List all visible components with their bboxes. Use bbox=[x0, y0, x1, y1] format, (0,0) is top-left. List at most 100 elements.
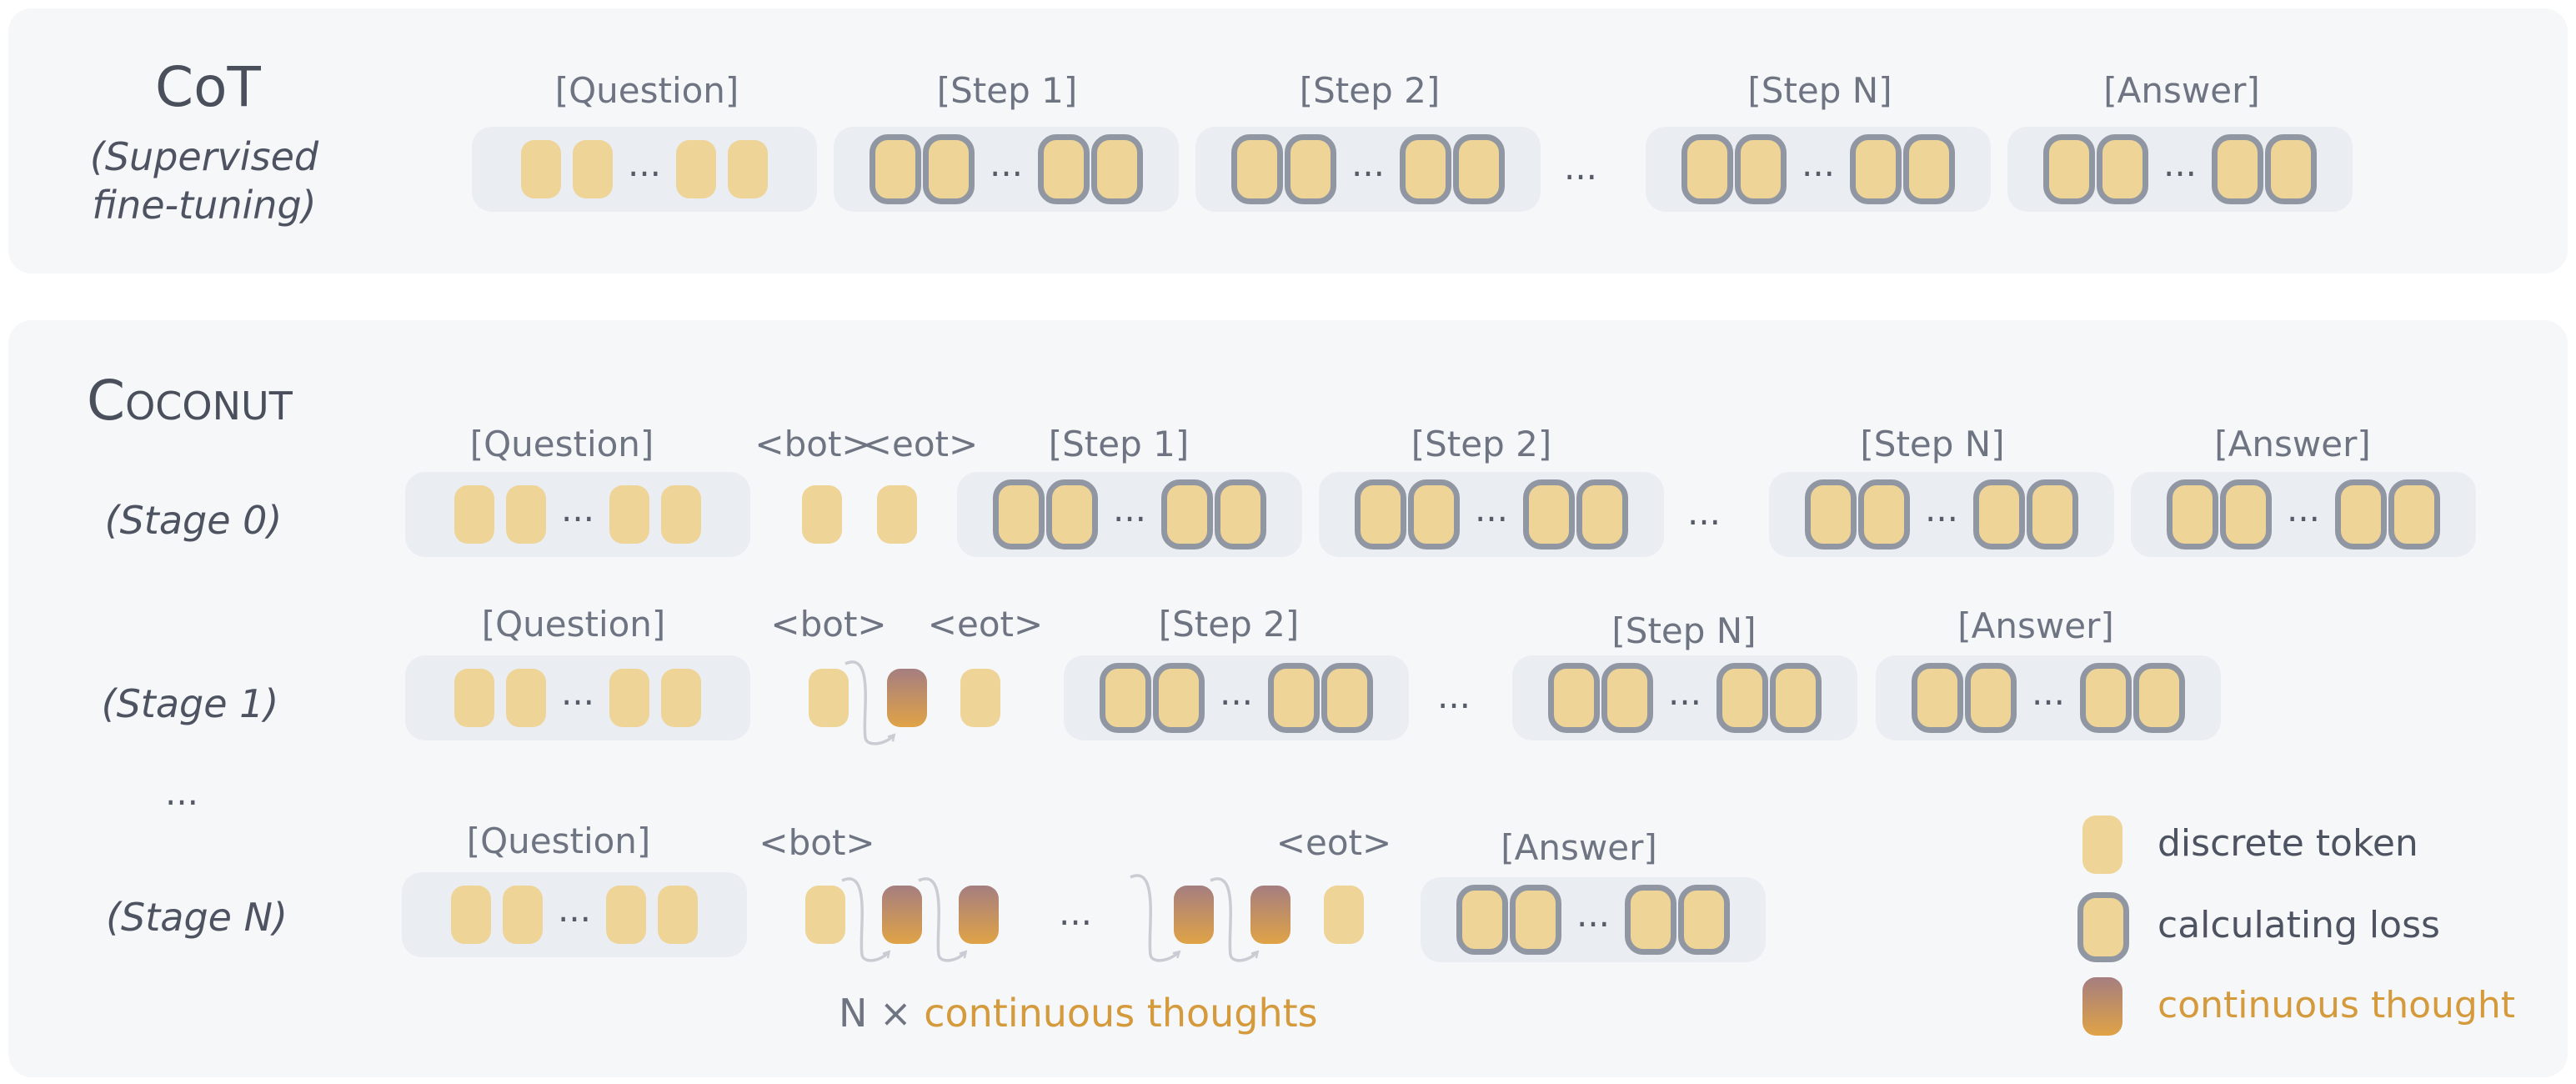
loss-token bbox=[1099, 663, 1151, 733]
ellipsis: ... bbox=[1351, 143, 1386, 184]
feedback-arrow bbox=[918, 877, 965, 962]
stage1-answer-label: [Answer] bbox=[1957, 605, 2114, 646]
loss-token bbox=[1091, 134, 1144, 204]
ellipsis: ... bbox=[557, 889, 592, 930]
loss-token bbox=[1601, 663, 1653, 733]
loss-token bbox=[1716, 663, 1769, 733]
loss-token bbox=[1509, 885, 1561, 955]
cot-step2-label: [Step 2] bbox=[1299, 70, 1441, 111]
stage0-step2-label: [Step 2] bbox=[1411, 424, 1552, 464]
stage0-step1-group: ... bbox=[957, 472, 1302, 557]
cot-answer-label: [Answer] bbox=[2103, 70, 2260, 111]
eot-token bbox=[1324, 886, 1364, 944]
cot-subtitle: (Supervised fine-tuning) bbox=[90, 133, 318, 229]
stage1-bot-label: <bot> bbox=[770, 604, 887, 645]
stageN-bot-label: <bot> bbox=[759, 822, 875, 863]
loss-token bbox=[1161, 479, 1214, 550]
cot-subtitle-line1: (Supervised bbox=[89, 134, 319, 179]
loss-token bbox=[1681, 134, 1733, 204]
coconut-title: Coconut bbox=[87, 369, 293, 433]
cot-subtitle-line2: fine-tuning) bbox=[92, 182, 317, 228]
feedback-arrow bbox=[844, 660, 894, 745]
loss-token bbox=[2212, 134, 2264, 204]
cot-title: CoT bbox=[155, 55, 261, 119]
ellipsis: ... bbox=[1667, 672, 1702, 713]
continuous-thought-token bbox=[887, 669, 927, 727]
loss-token bbox=[2080, 663, 2132, 733]
loss-token bbox=[1045, 479, 1098, 550]
loss-token bbox=[1215, 479, 1267, 550]
bot-token bbox=[805, 886, 845, 944]
loss-token bbox=[2335, 479, 2388, 550]
loss-token bbox=[1903, 134, 1956, 204]
ellipsis: ... bbox=[989, 143, 1024, 184]
loss-token bbox=[1230, 134, 1283, 204]
stage0-question-label: [Question] bbox=[469, 424, 654, 464]
loss-token bbox=[1850, 134, 1902, 204]
ellipsis: ... bbox=[560, 489, 595, 529]
ellipsis: ... bbox=[1474, 489, 1509, 529]
loss-token bbox=[2265, 134, 2318, 204]
stage1-step2-group: ... bbox=[1064, 655, 1409, 740]
loss-token bbox=[1625, 885, 1677, 955]
continuous-thought-token bbox=[1174, 886, 1214, 944]
continuous-thoughts-note: N × continuous thoughts bbox=[839, 994, 1318, 1032]
discrete-token bbox=[676, 140, 717, 198]
loss-token bbox=[1576, 479, 1629, 550]
loss-token bbox=[1407, 479, 1460, 550]
cot-step1-group: ... bbox=[834, 127, 1179, 212]
bot-token bbox=[802, 485, 842, 544]
discrete-token bbox=[606, 886, 647, 944]
eot-token bbox=[960, 669, 1000, 727]
discrete-token bbox=[661, 669, 702, 727]
n-times-prefix: N × bbox=[839, 991, 912, 1036]
stage1-eot-label: <eot> bbox=[927, 604, 1044, 645]
legend-loss-text: calculating loss bbox=[2158, 904, 2440, 946]
loss-token bbox=[1354, 479, 1406, 550]
discrete-token bbox=[454, 485, 494, 544]
stageN-answer-label: [Answer] bbox=[1501, 827, 1657, 868]
loss-token bbox=[1857, 479, 1910, 550]
stageN-question-group: ... bbox=[402, 872, 747, 957]
loss-token bbox=[2027, 479, 2079, 550]
loss-token bbox=[1770, 663, 1822, 733]
discrete-token bbox=[609, 669, 650, 727]
continuous-thought-token bbox=[959, 886, 999, 944]
loss-token bbox=[1321, 663, 1374, 733]
stage0-bot-label: <bot> bbox=[754, 424, 871, 464]
cot-question-group: ... bbox=[472, 127, 817, 212]
loss-token bbox=[1152, 663, 1205, 733]
discrete-token bbox=[609, 485, 650, 544]
cot-question-label: [Question] bbox=[554, 70, 739, 111]
discrete-token bbox=[505, 485, 546, 544]
ellipsis: ... bbox=[627, 143, 662, 184]
stageN-label: (Stage N) bbox=[106, 895, 288, 940]
loss-token bbox=[2133, 663, 2186, 733]
stage0-step1-label: [Step 1] bbox=[1048, 424, 1190, 464]
stage0-answer-label: [Answer] bbox=[2214, 424, 2371, 464]
stage1-question-group: ... bbox=[405, 655, 750, 740]
loss-token bbox=[1973, 479, 2026, 550]
loss-token bbox=[2042, 134, 2095, 204]
loss-token bbox=[1456, 885, 1508, 955]
ellipsis: ... bbox=[1058, 892, 1093, 933]
loss-token bbox=[1678, 885, 1731, 955]
stage1-label: (Stage 1) bbox=[101, 681, 279, 726]
feedback-arrow bbox=[1210, 877, 1257, 962]
loss-token bbox=[2166, 479, 2218, 550]
stage1-stepN-group: ... bbox=[1512, 655, 1857, 740]
discrete-token bbox=[502, 886, 543, 944]
discrete-token bbox=[454, 669, 494, 727]
ellipsis: ... bbox=[2163, 143, 2198, 184]
cot-step1-label: [Step 1] bbox=[936, 70, 1078, 111]
loss-token bbox=[1284, 134, 1336, 204]
ellipsis: ... bbox=[2031, 672, 2066, 713]
discrete-token bbox=[658, 886, 699, 944]
legend-loss-icon bbox=[2077, 892, 2129, 962]
discrete-token bbox=[450, 886, 491, 944]
loss-token bbox=[1547, 663, 1600, 733]
ellipsis: ... bbox=[1924, 489, 1959, 529]
loss-token bbox=[1523, 479, 1576, 550]
ellipsis: ... bbox=[1576, 894, 1611, 935]
